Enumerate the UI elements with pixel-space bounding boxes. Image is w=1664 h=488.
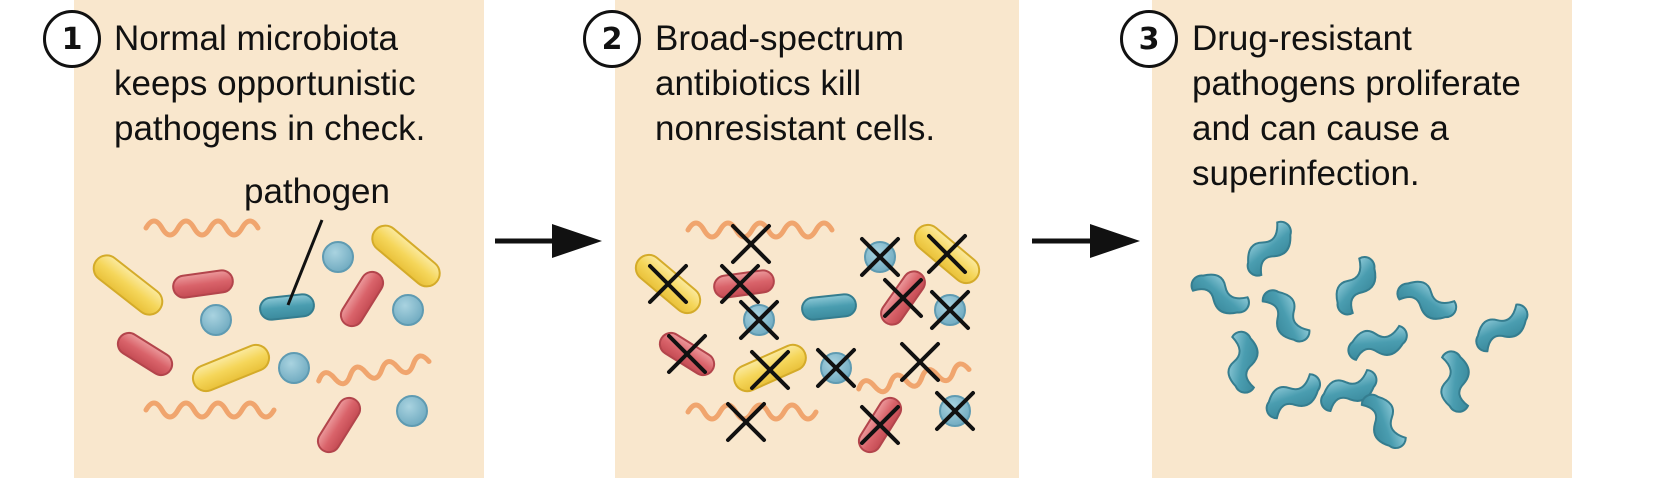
yellow-rod	[92, 254, 164, 316]
x-mark	[726, 402, 766, 442]
caption-line: Drug-resistant	[1192, 19, 1412, 58]
red-rod	[116, 331, 174, 377]
x-mark	[648, 264, 688, 304]
x-mark	[739, 300, 779, 340]
pathogen-cell	[1227, 330, 1259, 394]
pathogen-cell	[801, 293, 857, 321]
caption-line: pathogens in check.	[114, 109, 426, 148]
blue-coccus	[392, 294, 424, 326]
caption-line: superinfection.	[1192, 154, 1420, 193]
step-2-caption: Broad-spectrum antibiotics kill nonresis…	[655, 16, 935, 151]
arrow-1-head	[552, 224, 602, 258]
pathogen-cell	[1320, 369, 1378, 412]
x-mark	[667, 334, 707, 374]
pathogen-cell	[1360, 393, 1407, 449]
blue-coccus	[396, 395, 428, 427]
x-mark	[900, 342, 940, 382]
x-mark	[860, 405, 900, 445]
pathogen-cell	[1347, 324, 1408, 361]
caption-line: Normal microbiota	[114, 19, 398, 58]
x-mark	[750, 350, 790, 390]
spirochete	[143, 218, 261, 238]
pathogen-pointer-line	[286, 219, 324, 306]
red-rod	[339, 270, 385, 328]
caption-line: Broad-spectrum	[655, 19, 904, 58]
step-1-number: 1	[43, 10, 101, 68]
yellow-rod	[191, 343, 271, 393]
spirochete	[143, 400, 277, 420]
pathogen-cell	[1475, 303, 1529, 353]
step-2-number: 2	[583, 10, 641, 68]
caption-line: pathogens proliferate	[1192, 64, 1521, 103]
blue-coccus	[200, 304, 232, 336]
x-mark	[927, 234, 967, 274]
pathogen-cell	[1261, 289, 1311, 343]
spirochete	[856, 361, 972, 395]
spirochete	[685, 220, 835, 240]
pathogen-cell	[1440, 350, 1470, 413]
pathogen-cell	[1335, 256, 1377, 316]
spirochete	[316, 353, 432, 387]
red-rod	[713, 269, 775, 299]
caption-line: and can cause a	[1192, 109, 1449, 148]
step-3-number: 3	[1120, 10, 1178, 68]
pathogen-cell	[1190, 273, 1250, 315]
x-mark	[860, 237, 900, 277]
spirochete	[685, 402, 819, 422]
step-3-caption: Drug-resistant pathogens proliferate and…	[1192, 16, 1521, 196]
kill-marks	[648, 224, 975, 445]
step-1-caption: Normal microbiota keeps opportunistic pa…	[114, 16, 425, 151]
caption-line: nonresistant cells.	[655, 109, 936, 148]
x-mark	[816, 348, 856, 388]
blue-coccus	[278, 352, 310, 384]
red-rod	[316, 396, 362, 454]
blue-coccus	[322, 241, 354, 273]
x-mark	[930, 290, 970, 330]
pathogen-cell	[1265, 373, 1321, 420]
arrow-2-head	[1090, 224, 1140, 258]
caption-line: keeps opportunistic	[114, 64, 416, 103]
pathogen-cell	[1396, 280, 1458, 320]
x-mark	[720, 264, 760, 304]
resistant-pathogens	[1190, 220, 1529, 449]
pathogen-cell	[259, 293, 315, 321]
x-mark	[935, 391, 975, 431]
caption-line: antibiotics kill	[655, 64, 862, 103]
pathogen-cell	[1246, 220, 1292, 277]
x-mark	[883, 278, 923, 318]
pathogen-label: pathogen	[244, 172, 390, 211]
x-mark	[731, 224, 771, 264]
yellow-rod	[371, 224, 441, 288]
red-rod	[172, 269, 234, 299]
